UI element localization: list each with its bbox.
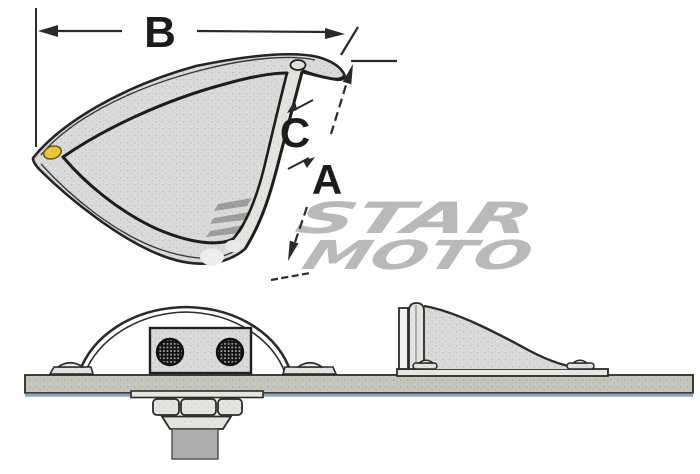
- vent-mesh-right: [215, 337, 245, 367]
- dim-a-shaft-upper: [329, 71, 352, 135]
- dimension-c: C: [280, 99, 315, 170]
- dim-c-arrow-lower: [303, 157, 315, 168]
- dim-a-arrow-top: [342, 64, 353, 85]
- watermark-line1: STAR: [290, 194, 540, 244]
- vent-rim-line-top: [40, 56, 316, 156]
- flange-foot-right: [281, 366, 338, 375]
- dim-b-label: B: [144, 8, 176, 57]
- dim-b-arrow-left: [38, 25, 58, 37]
- vent-top-view: [31, 52, 346, 266]
- front-section-view: [48, 305, 338, 460]
- lock-nut: [160, 415, 233, 430]
- side-profile-view: [396, 302, 609, 377]
- profile-pad-right: [566, 362, 595, 370]
- flange-foot-left: [48, 366, 95, 375]
- dim-a-extension-bottom: [270, 271, 311, 282]
- profile-front-face: [398, 307, 409, 370]
- dim-a-shaft-lower: [289, 206, 309, 255]
- profile-shell-fill: [424, 307, 580, 369]
- dimension-a: A: [270, 59, 397, 282]
- vent-rivet: [289, 59, 307, 71]
- dim-b-slant-tick: [340, 26, 359, 56]
- vent-screw-boss-1: [200, 248, 224, 266]
- vent-band-inner-curve: [232, 72, 289, 240]
- dim-c-arrow-upper: [287, 100, 297, 113]
- backing-plate: [130, 390, 264, 399]
- watermark-line2: MOTO: [297, 232, 539, 279]
- deck-plank: [24, 374, 694, 397]
- vent-screw-hole-yellow: [42, 145, 63, 160]
- profile-screw-right: [570, 359, 590, 364]
- profile-screw-left: [416, 359, 436, 364]
- deck-bottom-edge-blue: [25, 393, 693, 397]
- arch-inner: [84, 311, 286, 374]
- screw-head-left: [55, 361, 86, 368]
- watermark-emblem: [206, 198, 252, 237]
- hex-nut: [152, 398, 243, 416]
- dim-b-shaft-right: [196, 29, 331, 34]
- dim-c-label: C: [280, 109, 310, 156]
- vent-screw-boss-2: [225, 240, 241, 252]
- profile-shell-curve: [423, 304, 583, 370]
- dim-a-label: A: [312, 156, 342, 203]
- dim-c-tick-lower: [287, 157, 310, 170]
- dim-b-arrow-right: [325, 28, 345, 39]
- vent-opening-band: [233, 72, 302, 249]
- threaded-stud: [171, 428, 219, 460]
- vent-inner-edge-top: [61, 71, 289, 159]
- vent-mesh-left: [155, 337, 185, 367]
- dim-a-arrow-bottom: [288, 240, 299, 261]
- dimension-b: B: [35, 8, 359, 147]
- vent-inner-edge-bottom: [61, 155, 235, 245]
- profile-pad-left: [412, 362, 438, 370]
- vent-band-outer-curve: [243, 71, 304, 250]
- screw-head-right: [295, 361, 325, 368]
- base-flange: [396, 368, 609, 377]
- watermark: STAR MOTO: [206, 194, 540, 279]
